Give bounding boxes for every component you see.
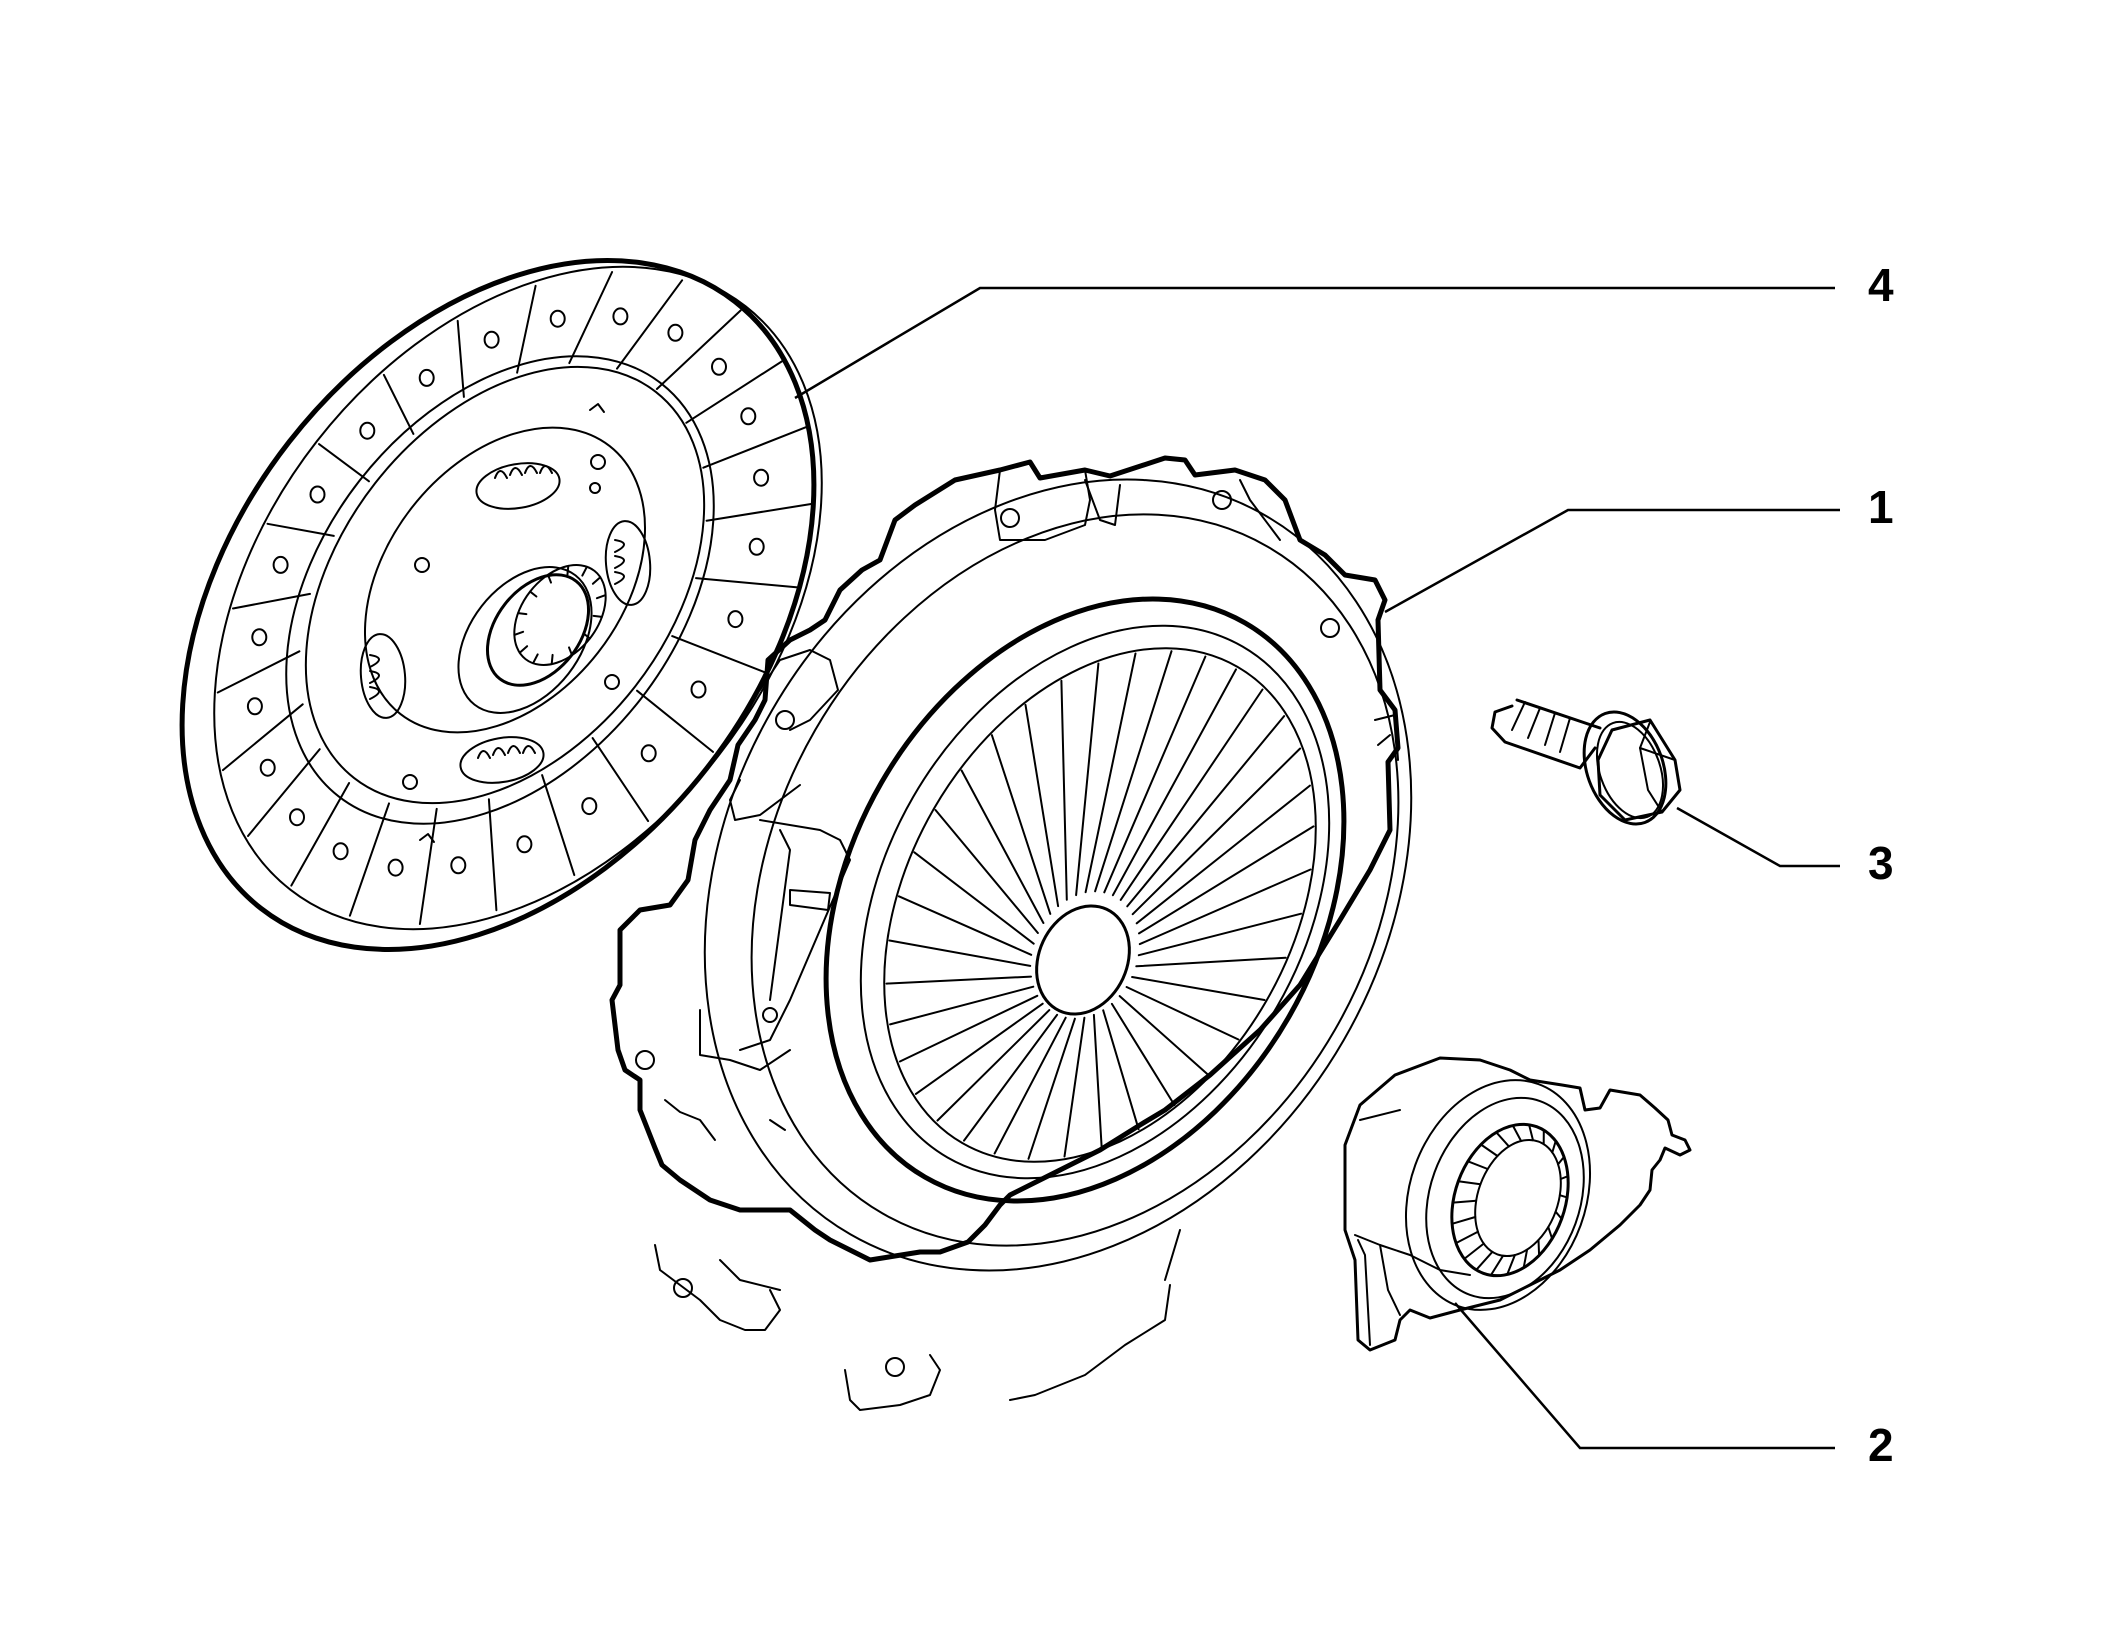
- leader-3: [1676, 806, 1840, 868]
- leader-4: [794, 286, 1835, 400]
- bolt: [1490, 698, 1682, 826]
- callout-2: 2: [1868, 1419, 1894, 1471]
- leader-1: [1384, 508, 1840, 614]
- leader-lines: [794, 286, 1840, 1450]
- release-bearing: [1343, 1056, 1692, 1352]
- callout-3: 3: [1868, 837, 1894, 889]
- leader-2: [1454, 1302, 1835, 1450]
- clutch-disc: [179, 258, 823, 952]
- pressure-plate: [609, 455, 1413, 1411]
- callout-1: 1: [1868, 481, 1894, 533]
- callout-4: 4: [1868, 259, 1894, 311]
